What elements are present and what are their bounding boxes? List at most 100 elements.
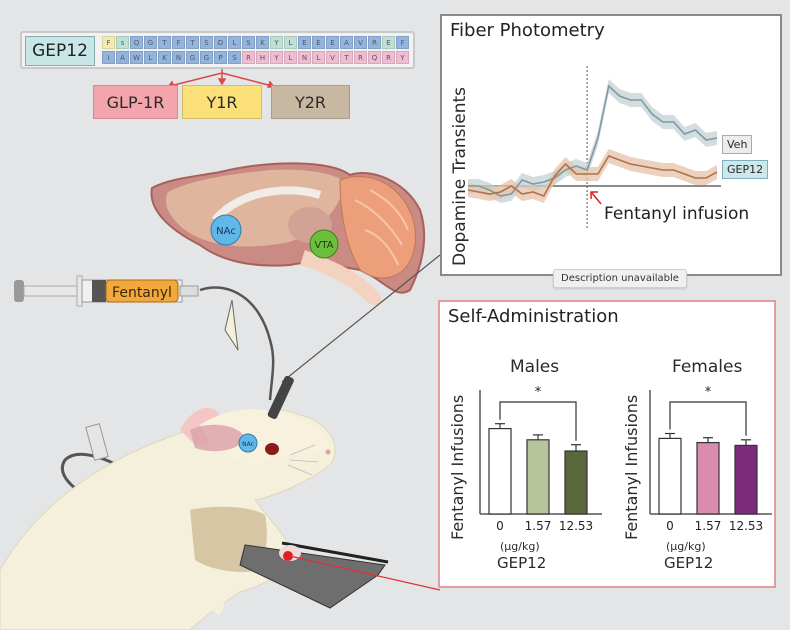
amino-acid: I: [102, 51, 115, 64]
amino-acid: L: [284, 51, 297, 64]
males-x-unit: (µg/kg): [500, 540, 540, 553]
females-bar: [696, 442, 720, 515]
amino-acid: W: [130, 51, 143, 64]
infusion-tubing: [199, 286, 275, 401]
fiber-optic-cable: [281, 254, 440, 383]
nac-marker: [210, 214, 242, 246]
amino-acid: F: [396, 36, 409, 49]
rat-eye: [265, 443, 279, 455]
amino-acid: L: [312, 51, 325, 64]
amino-acid: E: [298, 36, 311, 49]
lever-icon[interactable]: [239, 544, 386, 609]
corpus-callosum: [211, 186, 322, 223]
amino-acid: R: [242, 51, 255, 64]
brain-illustration: NAc VTA: [150, 162, 426, 306]
self-administration-title: Self-Administration: [448, 306, 619, 327]
amino-acid: E: [312, 36, 325, 49]
nac-label: NAc: [216, 226, 236, 237]
females-bar: [734, 444, 758, 515]
males-bar: [488, 427, 512, 515]
males-significance-bracket: [499, 401, 577, 441]
amino-acid: V: [354, 36, 367, 49]
amino-acid: N: [298, 51, 311, 64]
amino-acid: T: [158, 36, 171, 49]
lever-press-dot: [283, 551, 293, 561]
males-bar: [564, 450, 588, 515]
self-administration-chart: 0 1.57 12.53 * 0 1.57 12.53 *: [479, 385, 772, 533]
males-tick-label: 1.57: [525, 519, 552, 533]
amino-acid: N: [172, 51, 185, 64]
amino-acid: Y: [396, 51, 409, 64]
amino-acid: G: [200, 51, 213, 64]
females-x-unit: (µg/kg): [666, 540, 706, 553]
fiber-optic-ferrule: [267, 375, 294, 419]
receptor-y1r-label: Y1R: [206, 92, 238, 112]
amino-acid: L: [284, 36, 297, 49]
males-tick-label: 0: [496, 519, 504, 533]
rat-brain-overlay: [190, 424, 245, 452]
catheter-port: [85, 423, 109, 461]
females-significance-star: *: [705, 385, 712, 400]
amino-acid: T: [186, 36, 199, 49]
infusion-arrow: [590, 191, 602, 205]
amino-acid: Q: [368, 51, 381, 64]
females-tick-label: 0: [666, 519, 674, 533]
lever-connector-line: [289, 555, 440, 591]
brainstem: [300, 250, 382, 306]
amino-acid: s: [116, 36, 129, 49]
rat-nac-label: NAc: [242, 441, 254, 448]
females-tick-label: 12.53: [729, 519, 763, 533]
amino-acid: A: [116, 51, 129, 64]
amino-acid: E: [382, 36, 395, 49]
females-x-label: GEP12: [664, 554, 714, 572]
females-bar: [658, 437, 682, 515]
rat-illustration: Fentanyl NAc: [0, 254, 440, 630]
series-band-gep12: [468, 149, 717, 203]
rat-body: [0, 409, 336, 630]
females-tick-label: 1.57: [695, 519, 722, 533]
amino-acid: K: [158, 51, 171, 64]
amino-acid: E: [326, 36, 339, 49]
amino-acid: Q: [130, 36, 143, 49]
amino-acid: L: [144, 51, 157, 64]
amino-acid: R: [354, 51, 367, 64]
peptide-name: GEP12: [25, 36, 95, 66]
rat-head: [200, 409, 329, 465]
males-bar: [526, 439, 550, 515]
amino-acid: S: [242, 36, 255, 49]
tooltip: Description unavailable: [553, 269, 687, 288]
receptor-y1r: Y1R: [182, 85, 262, 119]
amino-acid: Y: [270, 51, 283, 64]
receptor-y2r-label: Y2R: [294, 92, 327, 112]
legend-gep12: GEP12: [722, 160, 769, 179]
fiber-photometry-panel: Fiber Photometry Dopamine Transients Fen…: [440, 14, 782, 276]
receptor-glp1r-label: GLP-1R: [106, 92, 165, 112]
series-line-gep12: [467, 155, 718, 197]
series-line-veh: [468, 84, 718, 197]
amino-acid: R: [382, 51, 395, 64]
vta-marker: [309, 229, 339, 259]
fiber-photometry-chart: [467, 66, 721, 228]
amino-acid: L: [228, 36, 241, 49]
syringe-label: Fentanyl: [112, 285, 172, 301]
series-band-veh: [468, 79, 717, 203]
amino-acid: G: [186, 51, 199, 64]
amino-acid: H: [256, 51, 269, 64]
males-tick-label: 12.53: [559, 519, 593, 533]
females-subtitle: Females: [672, 357, 743, 377]
amino-acid: D: [214, 36, 227, 49]
receptor-glp1r: GLP-1R: [93, 85, 178, 119]
amino-acid: S: [228, 51, 241, 64]
amino-acid: Y: [270, 36, 283, 49]
amino-acid: S: [200, 36, 213, 49]
vta-label: VTA: [314, 240, 333, 251]
self-administration-panel: Self-Administration Fentanyl Infusions F…: [438, 300, 776, 588]
amino-acid: F: [172, 36, 185, 49]
amino-acid: T: [340, 51, 353, 64]
males-subtitle: Males: [510, 357, 560, 377]
males-significance-star: *: [535, 385, 542, 400]
syringe-icon: [14, 275, 199, 307]
